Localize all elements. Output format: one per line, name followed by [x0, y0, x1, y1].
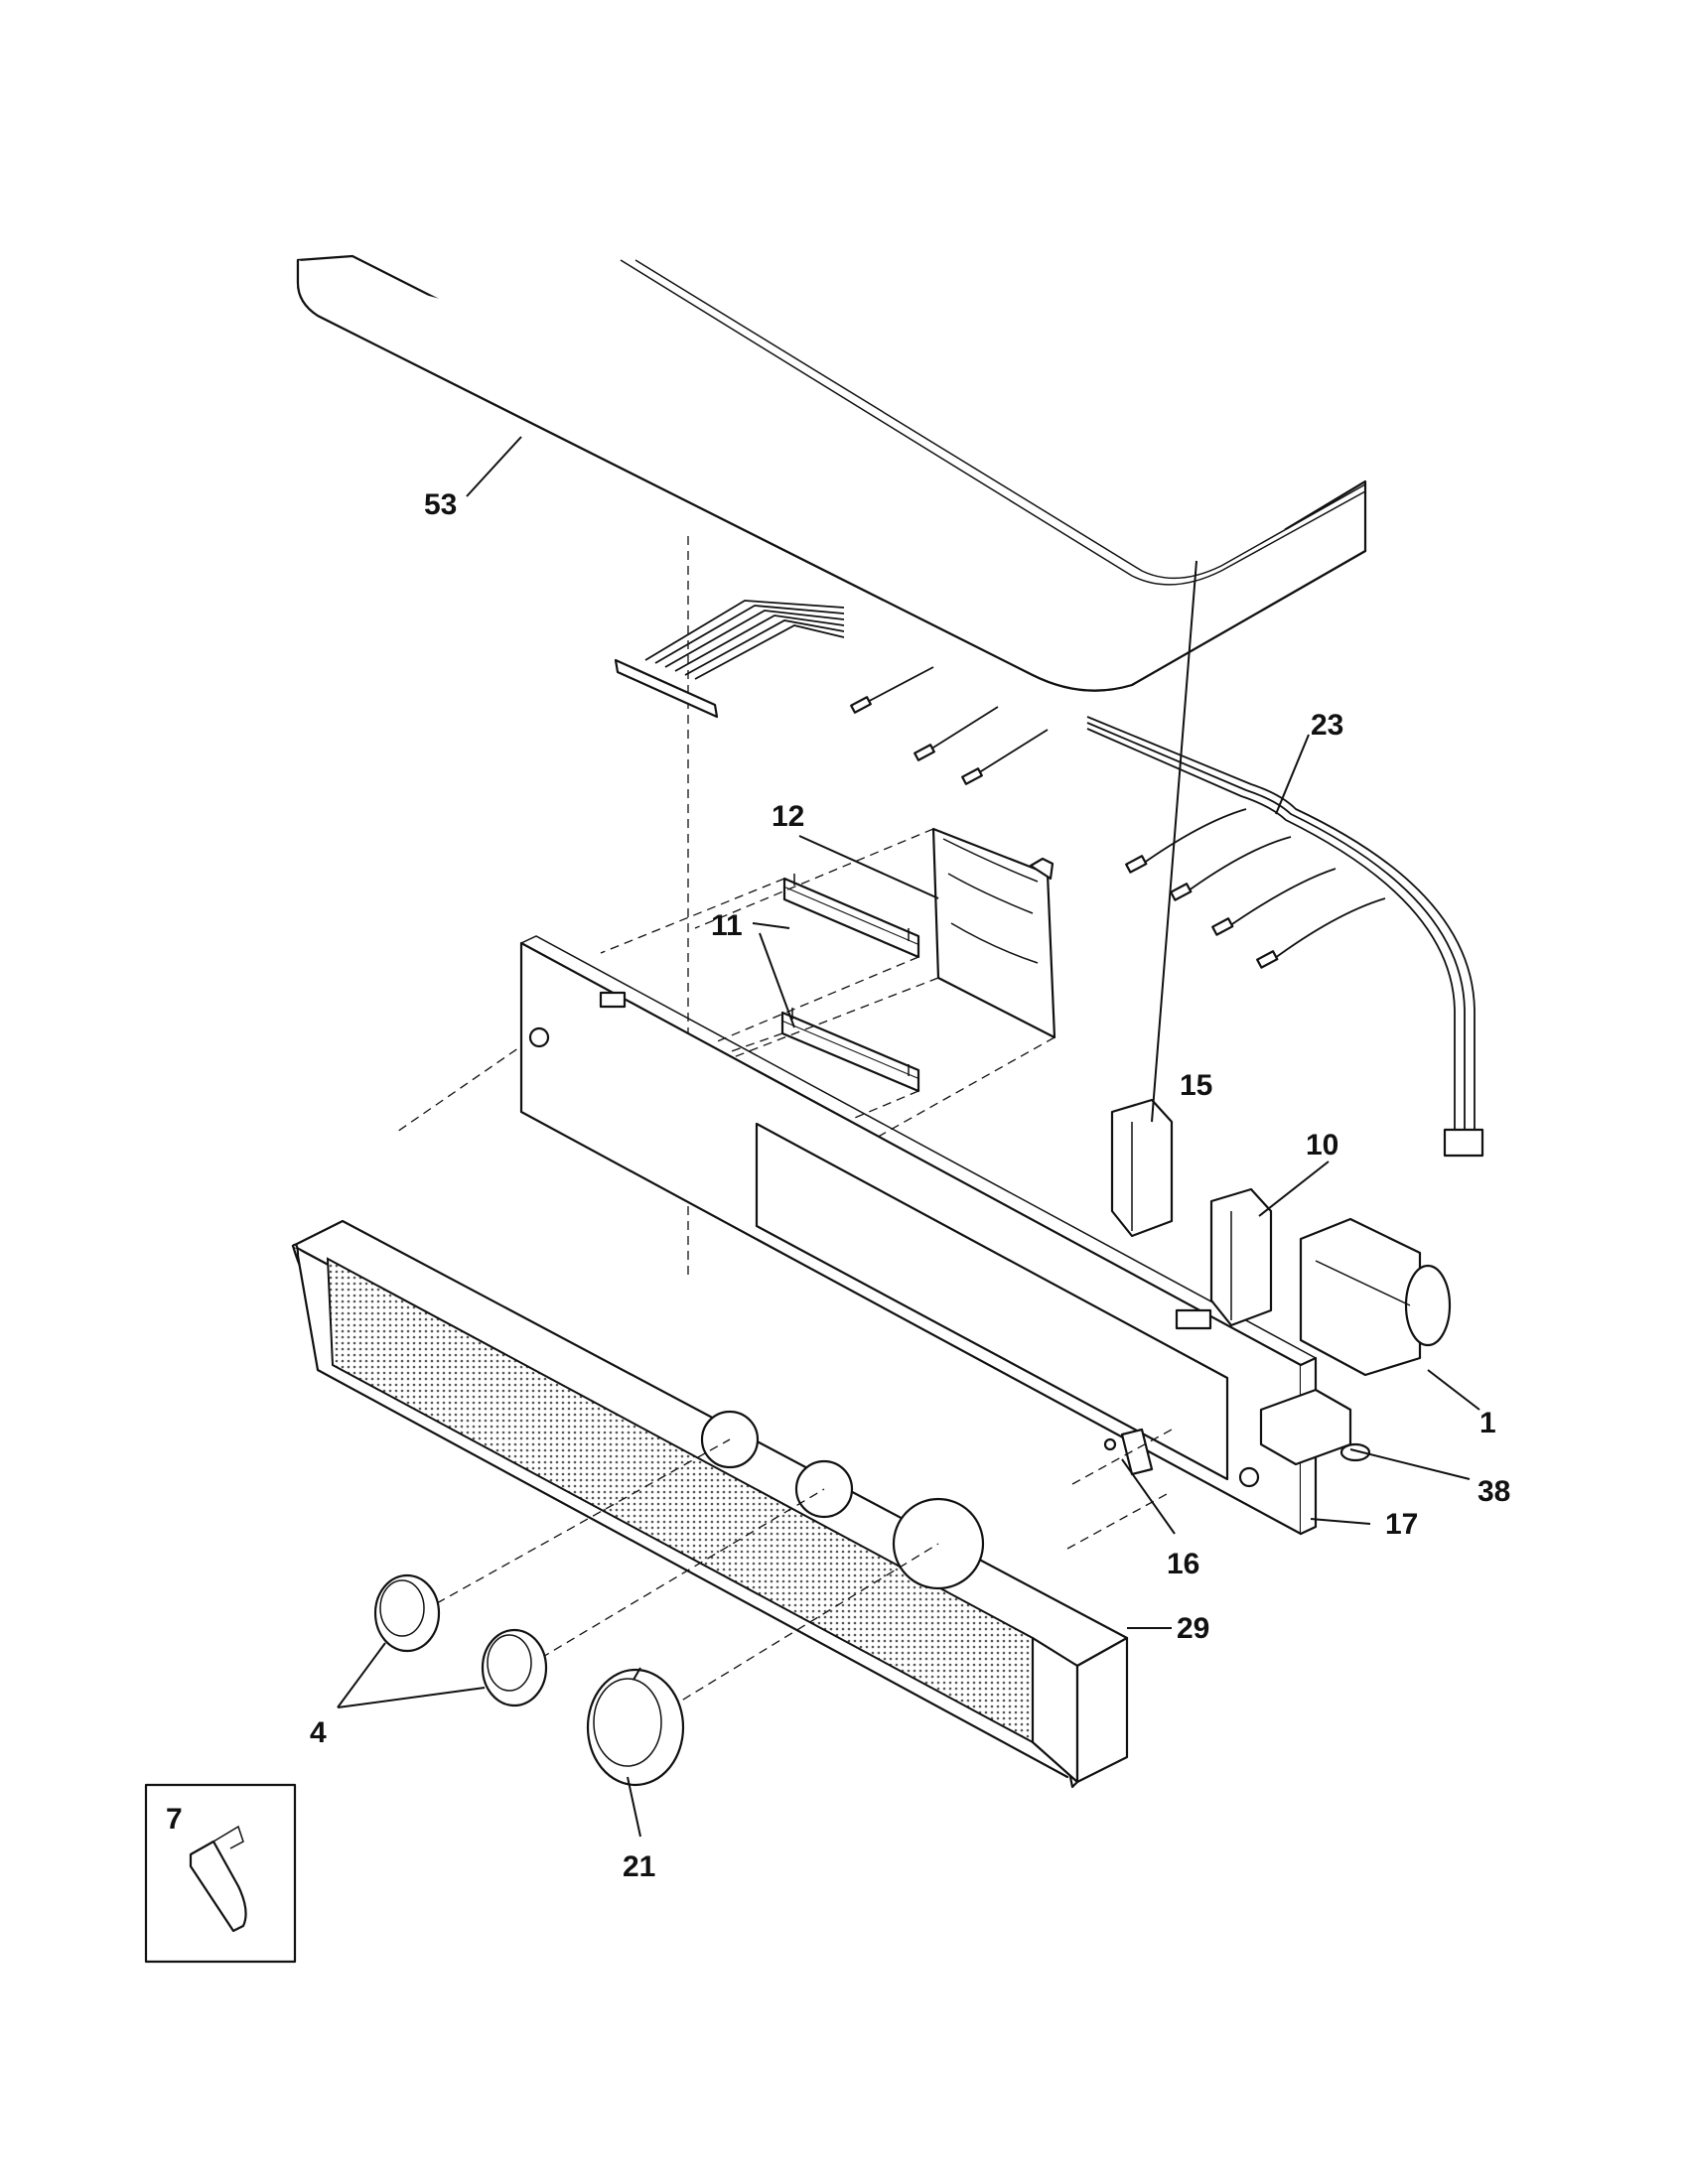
- timer-part-1: [1299, 1217, 1452, 1377]
- ribbon-harness-connector: [614, 600, 845, 719]
- knob-part-4-upper: [373, 1573, 441, 1653]
- mounting-bracket-part-11-lower: [780, 1008, 920, 1093]
- control-board-part-12: [931, 827, 1056, 1039]
- callout-7: 7: [166, 1803, 183, 1836]
- callout-labels: 53 23 12 11 15 10 1 38 17 16 29 4 21 7: [166, 488, 1510, 1883]
- callout-17: 17: [1385, 1508, 1418, 1541]
- switch-part-10: [1209, 1187, 1273, 1327]
- clip-part-7-inset: [144, 1783, 297, 1964]
- callout-29: 29: [1177, 1612, 1209, 1645]
- callout-1: 1: [1479, 1407, 1496, 1439]
- callout-11: 11: [711, 909, 743, 942]
- callout-23: 23: [1311, 709, 1343, 742]
- mounting-bracket-part-11-upper: [782, 874, 920, 959]
- leader-lines: [337, 436, 1480, 1838]
- knob-part-4-lower: [481, 1628, 548, 1707]
- top-cover-part-53: [296, 254, 1367, 692]
- callout-53: 53: [424, 488, 457, 521]
- knob-part-21: [586, 1667, 685, 1787]
- callout-12: 12: [772, 800, 804, 833]
- terminal-leads-upper: [850, 666, 1049, 785]
- callout-15: 15: [1180, 1069, 1212, 1102]
- switch-part-15: [1110, 1098, 1174, 1238]
- part-16-fastener: [1103, 1428, 1154, 1476]
- callout-21: 21: [623, 1850, 655, 1883]
- callout-38: 38: [1477, 1475, 1510, 1508]
- bracket-part-38: [1259, 1388, 1371, 1466]
- callout-10: 10: [1306, 1129, 1338, 1161]
- control-panel-part-17: [519, 935, 1318, 1536]
- wiring-harness-part-23: [1086, 716, 1484, 1158]
- assembly-lines-knobs: [436, 1429, 1173, 1708]
- callout-4: 4: [310, 1716, 327, 1749]
- callout-16: 16: [1167, 1548, 1199, 1580]
- front-bezel-part-29: [291, 1219, 1129, 1789]
